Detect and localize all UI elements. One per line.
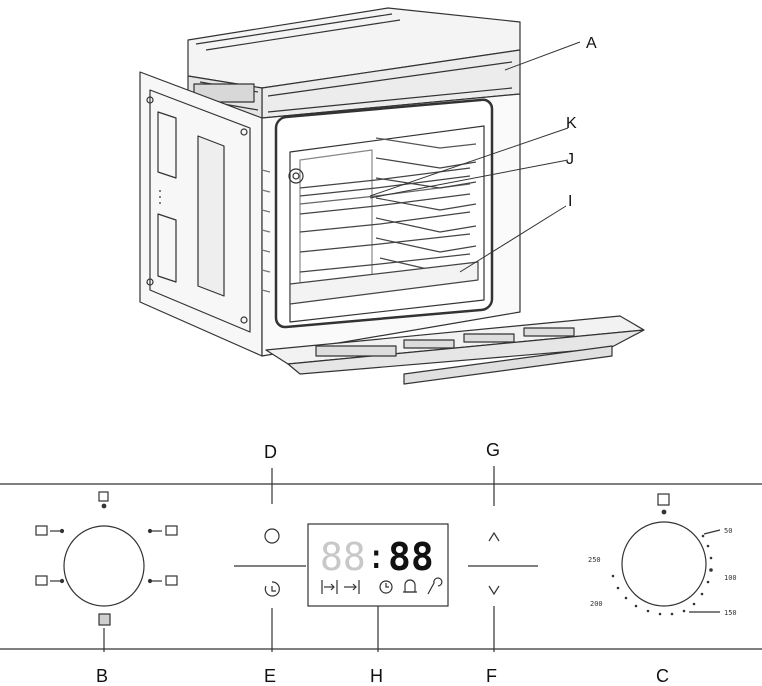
open-door xyxy=(265,315,645,385)
oven-illustration xyxy=(139,7,645,385)
circle-button-icon[interactable] xyxy=(264,528,280,544)
grill-icon xyxy=(165,525,178,536)
down-arrow-icon[interactable] xyxy=(488,585,500,596)
temperature-knob[interactable] xyxy=(611,493,721,616)
fan-heat-icon xyxy=(35,575,48,586)
clock-icon xyxy=(379,580,393,594)
timer-button-icon[interactable] xyxy=(264,581,280,597)
display-colon: : xyxy=(366,537,386,577)
side-panel xyxy=(139,71,263,357)
end-time-icon xyxy=(344,580,360,594)
control-panel: B D E 88 : 88 xyxy=(0,440,762,686)
temp-mark-100: 100 xyxy=(724,574,737,582)
control-housing xyxy=(187,7,521,119)
conventional-icon xyxy=(35,525,48,536)
temp-mark-250: 250 xyxy=(588,556,601,564)
display-frame xyxy=(307,523,449,607)
display-left-digits: 88 xyxy=(320,535,366,579)
display-right-digits: 88 xyxy=(388,535,434,579)
defrost-icon xyxy=(98,613,111,626)
oven-light-icon xyxy=(98,491,109,502)
temp-mark-50: 50 xyxy=(724,527,732,535)
bell-icon xyxy=(403,579,417,593)
temperature-scale-dots xyxy=(611,534,713,616)
callout-a: A xyxy=(586,35,597,52)
callout-e: E xyxy=(264,666,276,686)
side-wires xyxy=(261,169,271,293)
function-knob[interactable] xyxy=(35,491,178,652)
up-arrow-icon[interactable] xyxy=(488,531,500,542)
callout-f: F xyxy=(486,666,497,686)
callout-i: I xyxy=(568,193,572,210)
callout-b: B xyxy=(96,666,108,686)
digital-display: 88 : 88 xyxy=(307,523,449,652)
duration-icon xyxy=(321,580,338,594)
shelf-racks xyxy=(289,137,479,305)
callout-c: C xyxy=(656,666,669,686)
callout-k: K xyxy=(566,115,577,132)
callout-h: H xyxy=(370,666,383,686)
temp-mark-200: 200 xyxy=(590,600,603,608)
off-icon xyxy=(657,493,670,506)
leader-lines xyxy=(369,41,581,273)
callout-d: D xyxy=(264,442,277,462)
callout-g: G xyxy=(486,440,500,460)
callout-j: J xyxy=(566,151,574,168)
fan-grill-icon xyxy=(165,575,178,586)
temp-mark-150: 150 xyxy=(724,609,737,617)
key-icon xyxy=(427,577,443,595)
